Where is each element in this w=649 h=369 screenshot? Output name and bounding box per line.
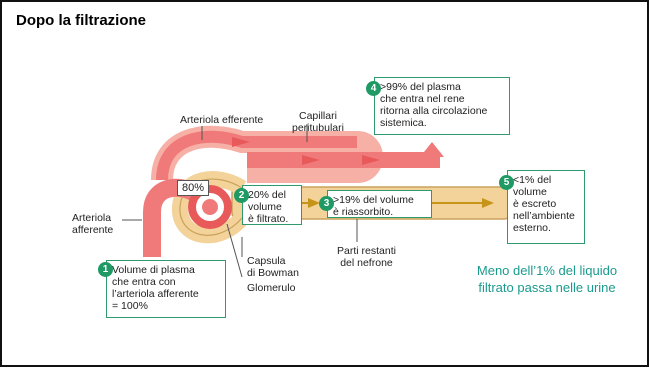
percent-80-label: 80% (177, 180, 209, 196)
step-3-badge: 3 (319, 196, 334, 211)
step-5-box: <1% del volume è escreto nell’ambiente e… (507, 170, 585, 244)
step-1-box: Volume di plasma che entra con l’arterio… (106, 260, 226, 318)
step-3-box: >19% del volume è riassorbito. (327, 190, 432, 218)
urine-note: Meno dell’1% del liquido filtrato passa … (472, 262, 622, 296)
label-capsula-bowman: Capsula di Bowman (247, 255, 299, 279)
label-glomerulo: Glomerulo (247, 282, 295, 294)
label-capillari-peritubulari: Capillari peritubulari (292, 110, 344, 134)
step-1-badge: 1 (98, 262, 113, 277)
label-arteriola-efferente: Arteriola efferente (180, 114, 263, 126)
step-2-badge: 2 (234, 188, 249, 203)
step-4-box: >99% del plasma che entra nel rene ritor… (374, 77, 510, 135)
label-parti-restanti: Parti restanti del nefrone (337, 245, 396, 269)
step-5-badge: 5 (499, 175, 514, 190)
step-2-box: 20% del volume è filtrato. (242, 185, 302, 225)
label-arteriola-afferente: Arteriola afferente (72, 212, 113, 236)
step-4-badge: 4 (366, 81, 381, 96)
